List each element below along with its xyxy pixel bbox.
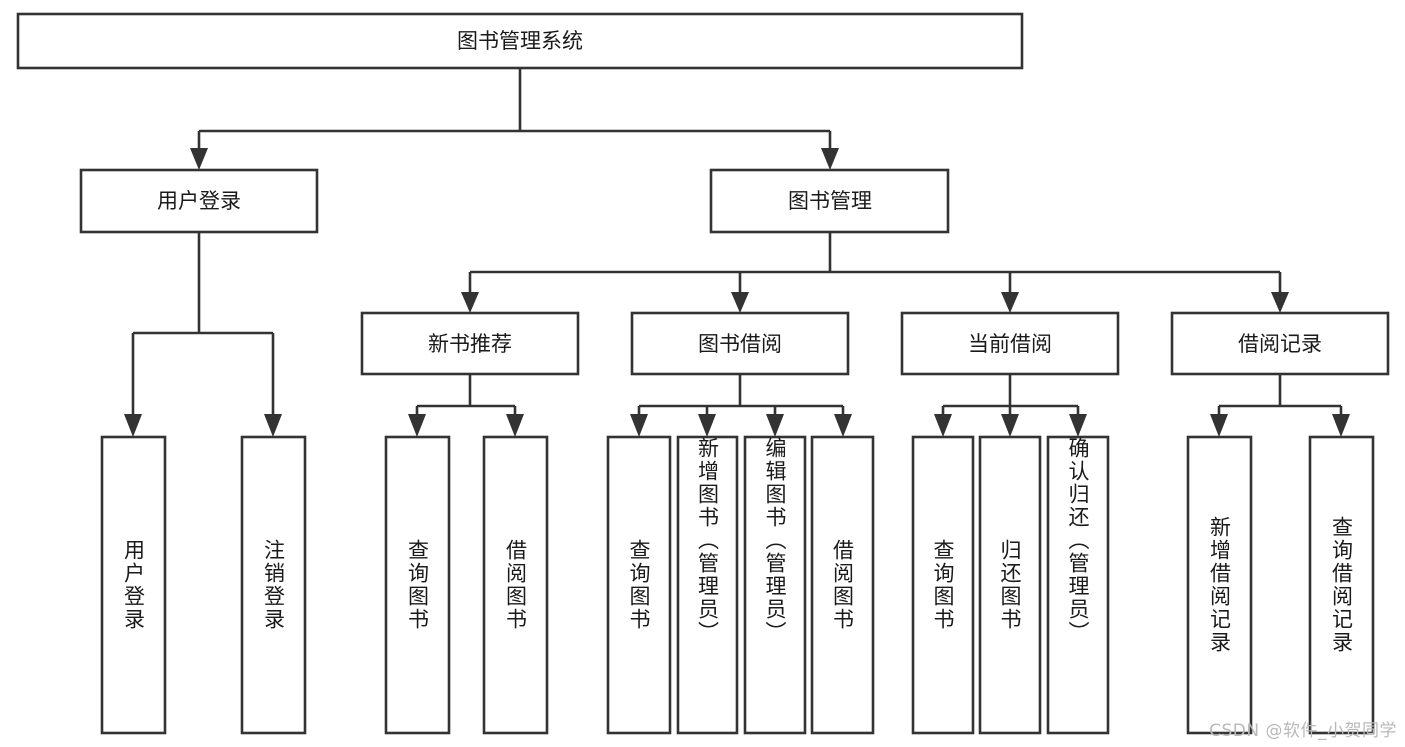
connectors-root-to-level2 — [190, 68, 839, 170]
node-current-borrow-rect — [900, 311, 1120, 376]
leaf-rect-br-query-record[interactable] — [1308, 435, 1375, 735]
node-user-login-rect — [79, 168, 319, 234]
connectors-user-login-leaves — [124, 232, 282, 437]
leaf-rect-br-add-record[interactable] — [1186, 435, 1253, 735]
leaf-rect-cb-return-book[interactable] — [978, 435, 1042, 735]
arrow-leaf-cb-return — [1001, 414, 1019, 437]
arrow-to-book-borrow — [731, 292, 749, 313]
arrow-leaf-bb-edit — [766, 414, 784, 437]
connectors-book-borrow-leaves — [630, 374, 852, 437]
node-book-management-label: 图书管理 — [788, 189, 872, 213]
node-root-rect — [16, 12, 1024, 70]
leaf-rect-cb-confirm-return[interactable] — [1046, 435, 1110, 735]
arrow-leaf-user-login — [124, 414, 142, 437]
arrow-leaf-bb-borrow — [834, 414, 852, 437]
arrow-leaf-bb-query — [630, 414, 648, 437]
connectors-current-borrow-leaves — [934, 374, 1087, 437]
arrow-to-current-borrow — [1001, 292, 1019, 313]
node-borrow-record[interactable]: 借阅记录 — [1170, 311, 1390, 376]
leaf-rect-bb-query-book[interactable] — [606, 435, 672, 735]
leaf-rect-logout[interactable] — [240, 435, 307, 735]
arrow-leaf-cb-confirm — [1069, 414, 1087, 437]
node-current-borrow[interactable]: 当前借阅 — [900, 311, 1120, 376]
arrow-to-borrow-record — [1271, 292, 1289, 313]
node-new-book-recommend-label: 新书推荐 — [428, 332, 512, 356]
arrow-leaf-nbr-query — [408, 414, 426, 437]
arrow-leaf-cb-query — [934, 414, 952, 437]
arrow-to-user-login — [190, 148, 208, 170]
arrow-leaf-bb-add — [698, 414, 716, 437]
arrow-leaf-br-query — [1332, 414, 1350, 437]
node-user-login[interactable]: 用户登录 — [79, 168, 319, 234]
node-user-login-label: 用户登录 — [157, 189, 241, 213]
arrow-leaf-br-add — [1210, 414, 1228, 437]
leaf-rect-bb-add-book[interactable] — [676, 435, 739, 735]
connectors-book-mgmt-to-level3 — [461, 232, 1289, 313]
leaf-rect-nbr-query-book[interactable] — [384, 435, 451, 735]
arrow-to-book-mgmt — [821, 148, 839, 170]
node-borrow-record-label: 借阅记录 — [1238, 332, 1322, 356]
node-borrow-record-rect — [1170, 311, 1390, 376]
leaf-rect-nbr-borrow-book[interactable] — [482, 435, 549, 735]
node-root-label: 图书管理系统 — [457, 29, 583, 53]
node-book-management[interactable]: 图书管理 — [709, 168, 950, 234]
leaf-rect-bb-edit-book[interactable] — [743, 435, 807, 735]
leaf-rect-bb-borrow-book[interactable] — [810, 435, 875, 735]
node-new-book-recommend[interactable]: 新书推荐 — [360, 311, 580, 376]
arrow-leaf-logout — [264, 414, 282, 437]
node-current-borrow-label: 当前借阅 — [968, 332, 1052, 356]
arrow-to-new-book-rec — [461, 292, 479, 313]
node-new-book-recommend-rect — [360, 311, 580, 376]
arrow-leaf-nbr-borrow — [506, 414, 524, 437]
node-book-borrow[interactable]: 图书借阅 — [630, 311, 850, 376]
leaf-rect-cb-query-book[interactable] — [911, 435, 975, 735]
node-book-management-rect — [709, 168, 950, 234]
connectors-borrow-record-leaves — [1210, 374, 1350, 437]
leaf-rect-user-login[interactable] — [100, 435, 167, 735]
node-book-borrow-rect — [630, 311, 850, 376]
node-root[interactable]: 图书管理系统 — [16, 12, 1024, 70]
connectors-new-book-rec-leaves — [408, 374, 524, 437]
node-book-borrow-label: 图书借阅 — [698, 332, 782, 356]
